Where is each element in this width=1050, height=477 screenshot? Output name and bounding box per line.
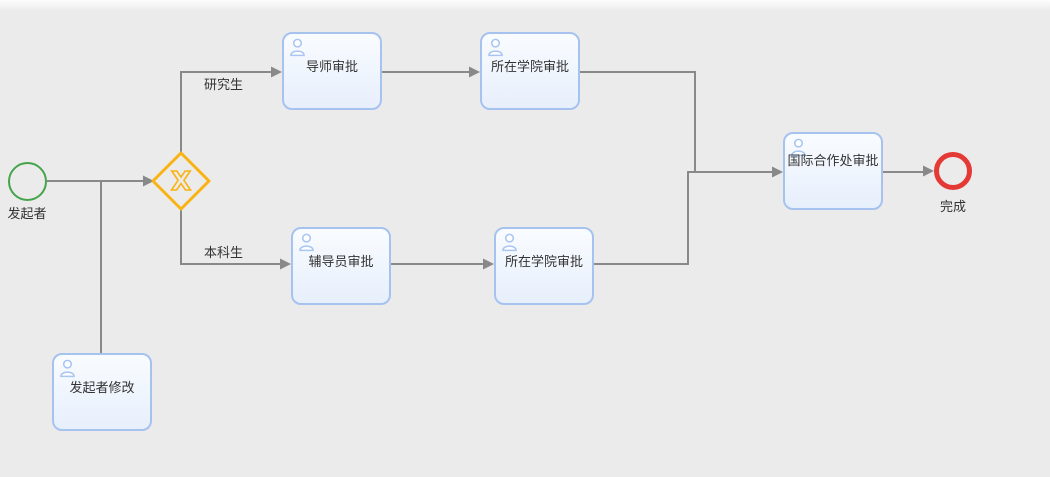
task-label: 所在学院审批 — [490, 59, 569, 75]
edge-label-undergraduate: 本科生 — [204, 246, 244, 261]
task-counselor-approval[interactable]: 辅导员审批 — [291, 227, 391, 305]
task-label: 国际合作处审批 — [787, 153, 879, 169]
edge-label-graduate: 研究生 — [204, 78, 244, 93]
task-mentor-approval[interactable]: 导师审批 — [282, 32, 382, 110]
user-icon — [290, 38, 305, 57]
arrowhead-into-college-approval-bottom — [483, 258, 494, 270]
task-label: 辅导员审批 — [308, 254, 374, 270]
user-icon — [60, 359, 75, 378]
start-event[interactable] — [8, 162, 47, 201]
arrowhead-into-college-approval-top — [469, 66, 480, 78]
task-label: 发起者修改 — [69, 380, 135, 396]
user-icon — [299, 233, 314, 252]
gateway-diamond — [151, 151, 211, 211]
arrowhead-into-gateway — [143, 175, 154, 187]
user-icon — [502, 233, 517, 252]
end-event-label: 完成 — [939, 200, 966, 215]
flow-gateway-to-mentor-approval — [180, 71, 272, 153]
flow-college-top-merge — [580, 71, 696, 172]
arrowhead-into-end — [923, 165, 934, 177]
task-label: 导师审批 — [305, 59, 358, 75]
task-label: 所在学院审批 — [504, 254, 583, 270]
flow-college-bottom-to-intl-office — [594, 171, 772, 265]
task-college-approval-bottom[interactable]: 所在学院审批 — [494, 227, 594, 305]
arrowhead-into-intl-office — [772, 166, 783, 178]
task-college-approval-top[interactable]: 所在学院审批 — [480, 32, 580, 110]
arrowhead-into-counselor-approval — [280, 258, 291, 270]
flow-gateway-to-counselor-approval — [180, 209, 280, 265]
start-event-label: 发起者 — [7, 207, 47, 222]
exclusive-gateway[interactable]: X — [149, 149, 213, 213]
task-intl-office-approval[interactable]: 国际合作处审批 — [783, 132, 883, 210]
task-initiator-modify[interactable]: 发起者修改 — [52, 353, 152, 431]
gateway-x-icon: X — [171, 167, 191, 197]
end-event[interactable] — [934, 152, 972, 190]
user-icon — [791, 138, 806, 157]
arrowhead-into-mentor-approval — [271, 66, 282, 78]
user-icon — [488, 38, 503, 57]
